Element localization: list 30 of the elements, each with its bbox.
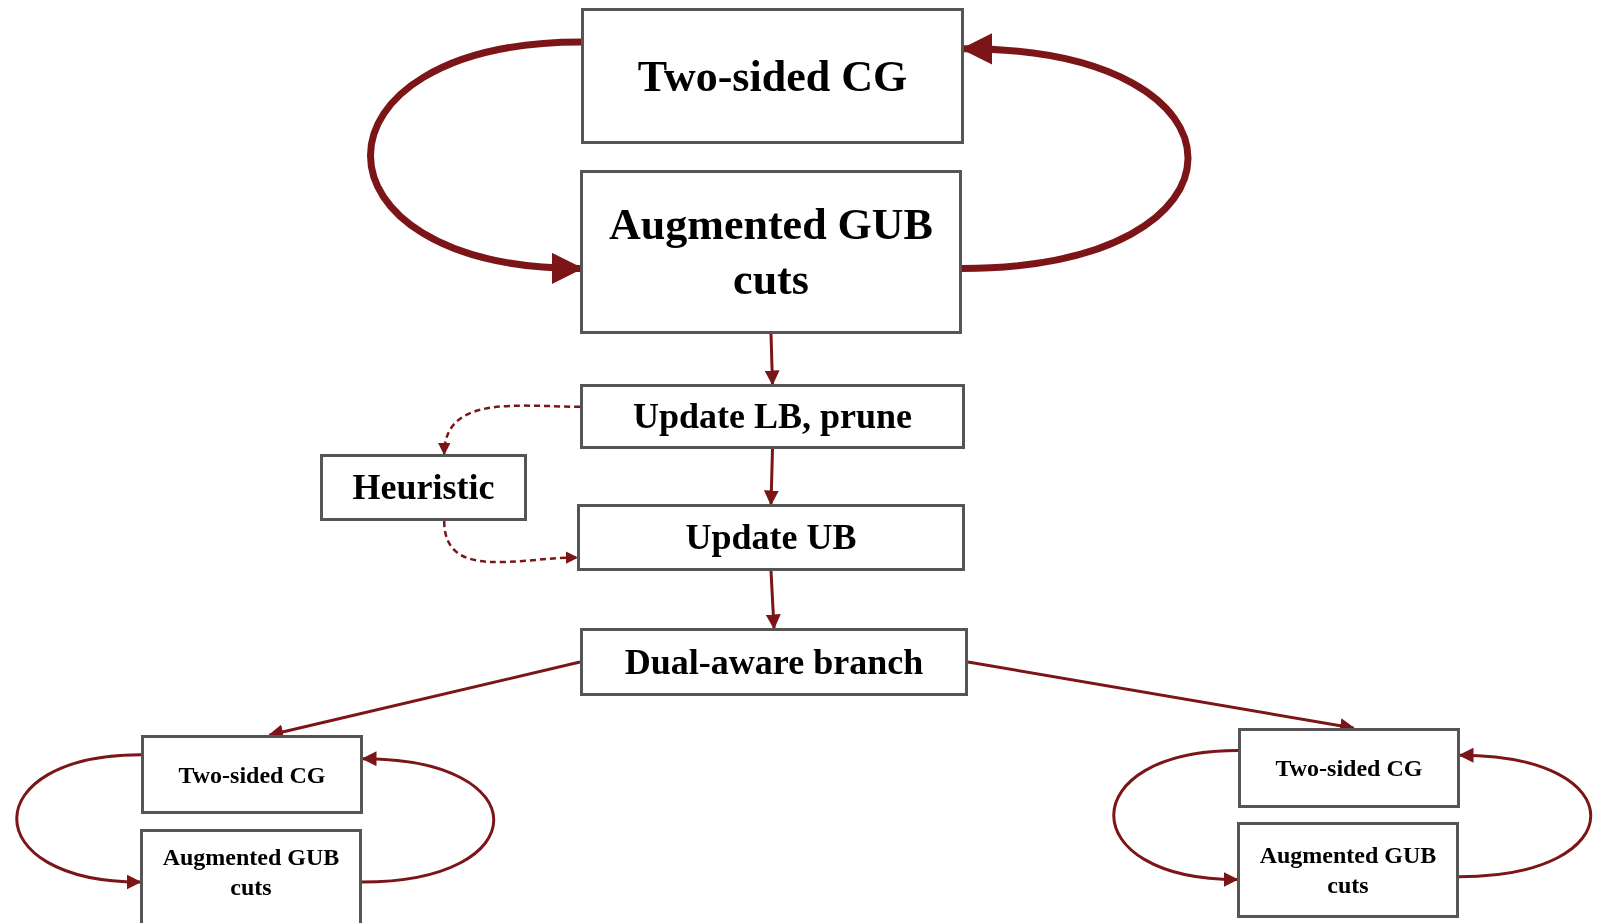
box-label: Augmented GUB cuts (1258, 841, 1438, 900)
arrow (15, 753, 142, 889)
arrow (1458, 748, 1592, 879)
box-label: Augmented GUB cuts (161, 843, 341, 902)
process-box (1237, 822, 1459, 918)
process-box (580, 628, 968, 696)
process-box (577, 504, 965, 571)
arrow (361, 752, 495, 884)
dashed-arrow (439, 404, 580, 456)
process-box (580, 170, 962, 334)
process-box (581, 8, 964, 144)
box-label: Update LB, prune (631, 395, 914, 438)
box-label: Two-sided CG (1274, 754, 1424, 783)
box-label: Two-sided CG (636, 50, 909, 103)
arrow (1112, 748, 1239, 887)
curved-arrow (960, 34, 1191, 272)
process-box (580, 384, 965, 449)
process-box (140, 829, 362, 923)
box-label: Dual-aware branch (623, 640, 925, 684)
box-label: Update UB (684, 516, 858, 559)
box-label: Heuristic (351, 466, 496, 509)
process-box (320, 454, 527, 521)
process-box (141, 735, 363, 814)
dashed-arrow (442, 520, 579, 565)
process-box (1238, 728, 1460, 808)
box-label: Two-sided CG (177, 760, 327, 790)
arrow (763, 448, 779, 506)
box-label: Augmented GUB cuts (608, 199, 934, 306)
arrow (765, 570, 781, 630)
arrow (764, 333, 780, 386)
